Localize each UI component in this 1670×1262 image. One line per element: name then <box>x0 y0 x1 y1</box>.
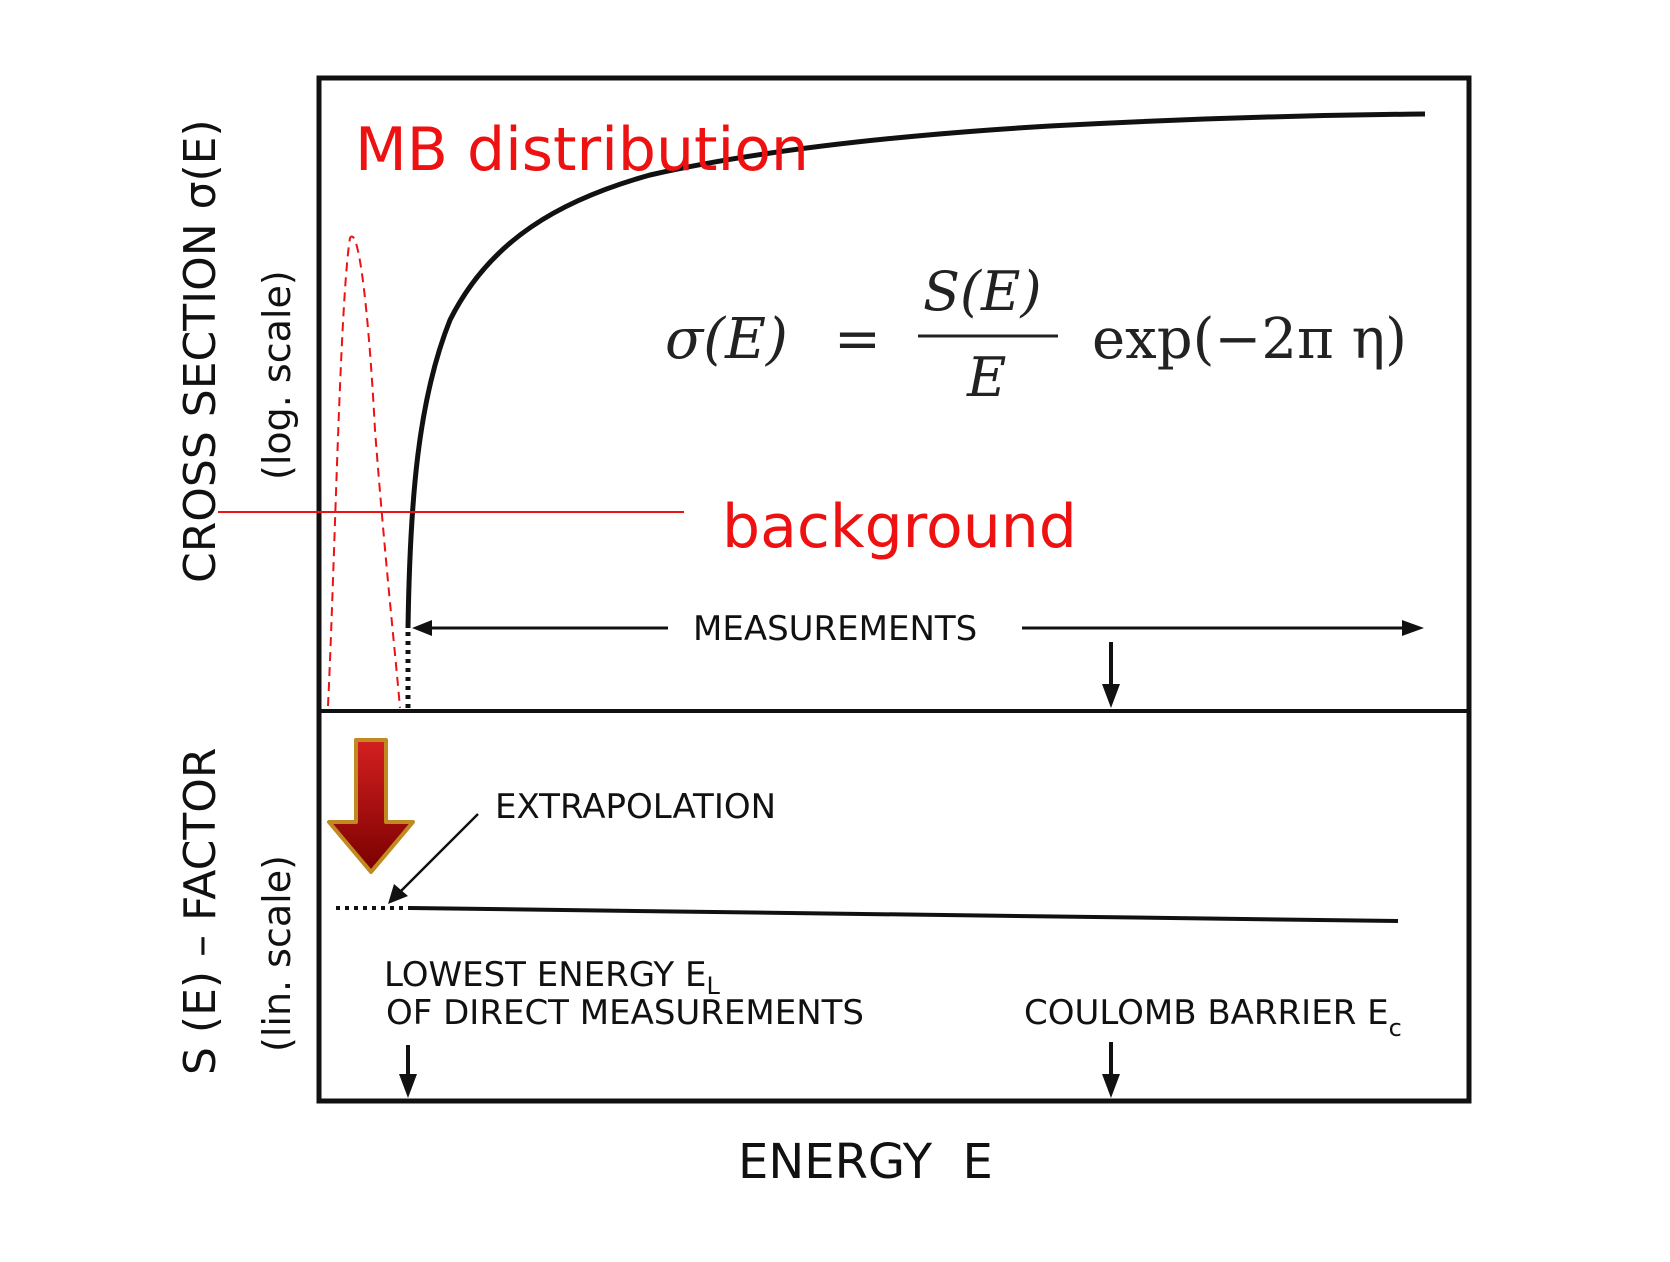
formula-lhs: σ(E) <box>665 307 788 372</box>
lowest-energy-arrowhead-icon <box>399 1074 417 1098</box>
mb-distribution-label: MB distribution <box>355 115 809 185</box>
red-down-arrow-icon <box>327 738 415 874</box>
coulomb-barrier-label: COULOMB BARRIER Ec <box>1024 993 1402 1042</box>
extrapolation-pointer <box>395 813 479 897</box>
background-label: background <box>722 492 1077 562</box>
extrapolation-arrowhead-icon <box>388 884 408 904</box>
measurements-label: MEASUREMENTS <box>693 609 977 649</box>
mb-distribution-curve <box>327 235 401 709</box>
y-axis-upper-subtitle: (log. scale) <box>255 270 299 480</box>
y-axis-upper-title: CROSS SECTION σ(E) <box>175 119 226 583</box>
coulomb-lower-arrowhead-icon <box>1102 1074 1120 1098</box>
formula-denominator: E <box>966 346 1006 409</box>
measurements-right-arrowhead-icon <box>1402 620 1424 636</box>
measurements-left-arrowhead-icon <box>412 620 432 636</box>
y-axis-lower-subtitle: (lin. scale) <box>255 855 299 1052</box>
direct-measurements-label: OF DIRECT MEASUREMENTS <box>386 993 864 1033</box>
lowest-energy-label: LOWEST ENERGY EL <box>384 955 721 1000</box>
formula-numerator: S(E) <box>923 260 1042 323</box>
y-axis-lower-title: S (E) – FACTOR <box>175 748 226 1075</box>
formula-rhs: exp(−2π η) <box>1092 307 1407 372</box>
extrapolation-label: EXTRAPOLATION <box>495 787 776 827</box>
formula-equals: = <box>834 307 881 372</box>
s-factor-curve <box>409 906 1399 923</box>
cross-section-curve <box>405 111 1426 629</box>
plot-frame <box>316 75 1472 1104</box>
x-axis-title: ENERGY E <box>738 1134 993 1190</box>
coulomb-upper-arrowhead-icon <box>1102 684 1120 708</box>
